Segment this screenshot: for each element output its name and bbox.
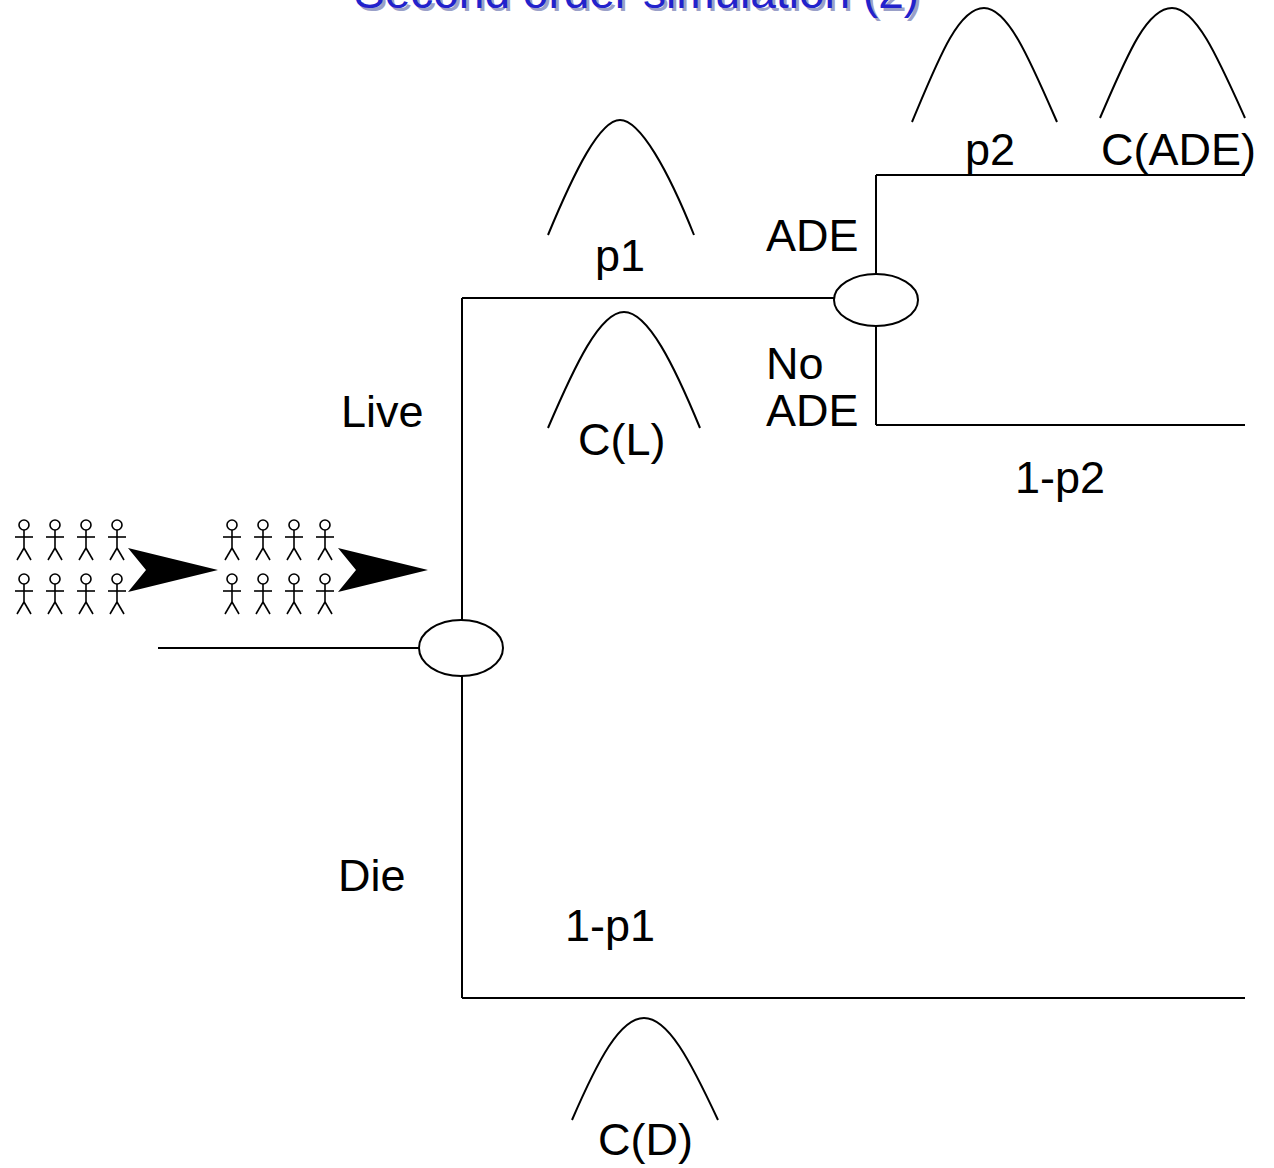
distribution-curve [912,8,1057,122]
slide-title: Second order simulation (2) [354,0,919,18]
probability-label: p1 [595,232,645,279]
stick-figure [15,574,33,614]
stick-figure [108,574,126,614]
stick-figure [316,574,334,614]
die-branch [462,997,1245,999]
branch-label: Live [341,388,424,435]
stick-figure [223,574,241,614]
stick-figure [46,520,64,560]
stick-figure [285,520,303,560]
cost-label: C(ADE) [1101,126,1256,173]
probability-label: 1-p2 [1015,454,1105,501]
probability-label: p2 [965,126,1015,173]
distribution-curve [1100,8,1245,118]
cost-label: C(D) [598,1116,693,1163]
distribution-curve [548,312,700,428]
stick-figure [254,574,272,614]
ade-branch [876,174,1245,176]
chance-node [834,274,918,326]
cost-label: C(L) [578,416,666,463]
live-branch [462,297,834,299]
flow-arrow [128,548,218,592]
probability-label: 1-p1 [565,902,655,949]
branch-label: ADE [766,212,859,259]
root-branch [158,647,420,649]
stick-figure [46,574,64,614]
branch-label: Die [338,852,406,899]
stick-figure [285,574,303,614]
stick-figure [15,520,33,560]
chance-node [419,620,503,676]
patient-cohort [15,520,334,614]
stick-figure [254,520,272,560]
stick-figure [108,520,126,560]
stick-figure [316,520,334,560]
stick-figure [77,520,95,560]
flow-arrow [338,548,428,592]
distribution-curve [548,120,694,235]
distribution-curve [572,1018,718,1120]
stick-figure [77,574,95,614]
stick-figure [223,520,241,560]
no-ade-branch [876,424,1245,426]
branch-label: No ADE [766,340,878,435]
